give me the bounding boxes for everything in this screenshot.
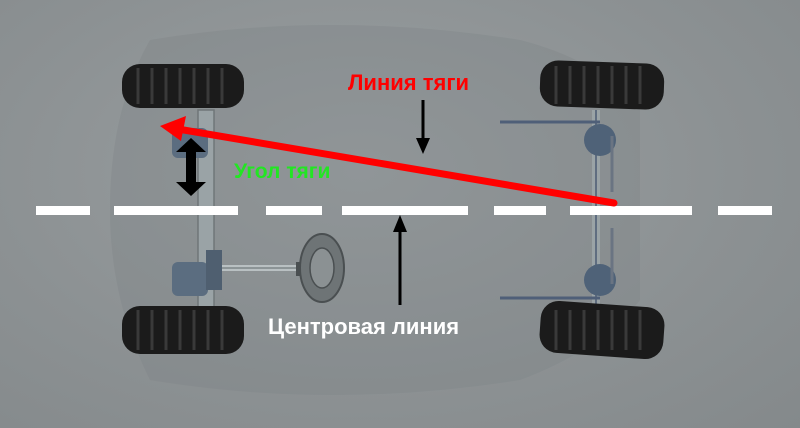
thrust-line-label: Линия тяги bbox=[348, 70, 470, 95]
front-axle-assembly bbox=[500, 110, 616, 310]
center-line-label: Центровая линия bbox=[268, 314, 460, 339]
thrust-line-arrow bbox=[160, 116, 618, 207]
wheel-front-right bbox=[539, 300, 665, 360]
wheel-rear-left bbox=[122, 64, 244, 108]
thrust-angle-arrow bbox=[176, 138, 206, 196]
steering-wheel bbox=[296, 233, 345, 303]
wheel-rear-right bbox=[122, 306, 244, 354]
thrust-label-pointer-arrow bbox=[416, 100, 430, 154]
center-label-pointer-arrow bbox=[393, 215, 407, 305]
thrust-angle-label: Угол тяги bbox=[234, 160, 331, 183]
wheel-front-left bbox=[539, 60, 665, 110]
center-line bbox=[36, 206, 772, 215]
